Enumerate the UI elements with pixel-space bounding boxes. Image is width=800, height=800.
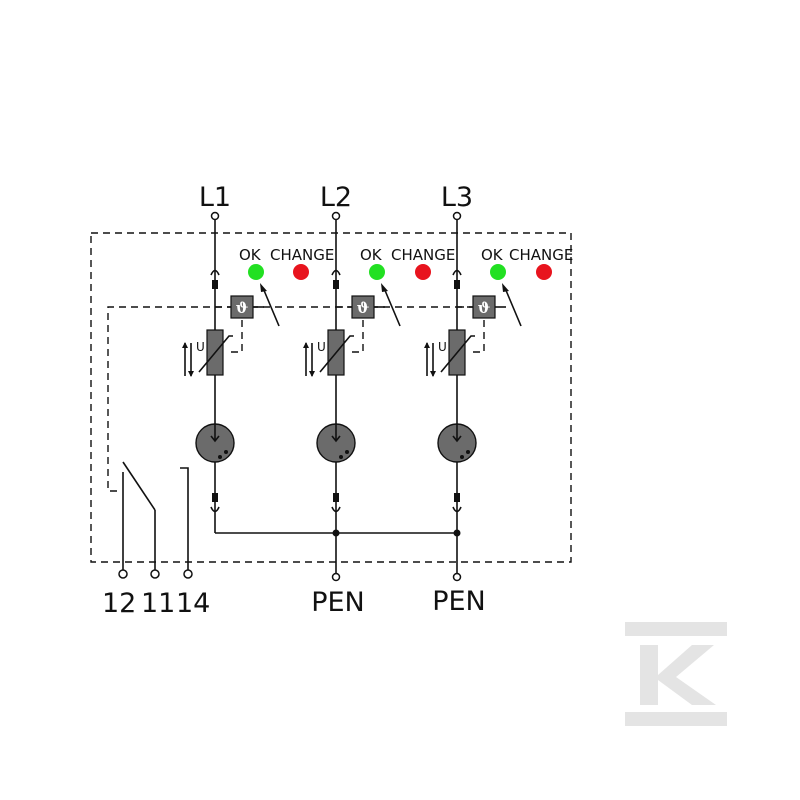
fuse-top-1 xyxy=(212,280,218,289)
output-label-pen-1: PEN xyxy=(311,587,365,618)
contact-label-14: 14 xyxy=(176,588,210,619)
terminal-12-node xyxy=(118,569,128,579)
contact-label-12: 12 xyxy=(102,588,136,619)
change-label-1: CHANGE xyxy=(270,246,334,264)
fuse-top-2 xyxy=(333,280,339,289)
output-label-pen-2: PEN xyxy=(432,586,486,617)
ok-led-2 xyxy=(369,264,385,280)
remote-contact xyxy=(118,461,193,579)
varistor-monitor-link-3 xyxy=(471,320,485,353)
change-label-2: CHANGE xyxy=(391,246,455,264)
terminal-label-l3: L3 xyxy=(441,182,473,213)
terminal-l1-node xyxy=(210,211,220,221)
fuse-bottom-3 xyxy=(454,493,460,502)
varistor-direction-3 xyxy=(426,343,434,376)
fuse-bottom-1 xyxy=(212,493,218,502)
ok-label-3: OK xyxy=(481,246,504,264)
terminal-l3-node xyxy=(452,211,462,221)
varistor-direction-1 xyxy=(184,343,192,376)
ok-led-1 xyxy=(248,264,264,280)
terminal-14-node xyxy=(183,569,193,579)
varistor-symbol-2: U xyxy=(317,340,326,354)
thermal-arrow-2 xyxy=(383,287,401,327)
k-logo-icon xyxy=(625,622,727,726)
thermal-arrow-3 xyxy=(504,287,522,327)
terminal-pen-1-node xyxy=(331,572,341,582)
change-led-2 xyxy=(415,264,431,280)
terminal-label-l2: L2 xyxy=(320,182,352,213)
change-led-1 xyxy=(293,264,309,280)
terminal-l2-node xyxy=(331,211,341,221)
varistor-symbol-1: U xyxy=(196,340,205,354)
varistor-symbol-3: U xyxy=(438,340,447,354)
ok-label-1: OK xyxy=(239,246,262,264)
terminal-label-l1: L1 xyxy=(199,182,231,213)
housing-outline xyxy=(90,232,572,563)
terminal-11-node xyxy=(150,569,160,579)
phase-2-circuit: ϑ U xyxy=(303,211,401,582)
change-led-3 xyxy=(536,264,552,280)
fuse-bottom-2 xyxy=(333,493,339,502)
thermal-arrow-1 xyxy=(262,287,280,327)
thermal-symbol-1: ϑ xyxy=(236,299,249,317)
phase-3-circuit: ϑ U xyxy=(424,211,522,582)
contact-blade xyxy=(122,461,156,511)
varistor-monitor-link-1 xyxy=(229,320,243,353)
phase-1-circuit: ϑ U xyxy=(182,211,280,533)
fuse-top-3 xyxy=(454,280,460,289)
varistor-monitor-link-2 xyxy=(350,320,364,353)
varistor-direction-2 xyxy=(305,343,313,376)
monitoring-loop xyxy=(107,306,486,492)
change-label-3: CHANGE xyxy=(509,246,573,264)
ok-label-2: OK xyxy=(360,246,383,264)
thermal-symbol-2: ϑ xyxy=(357,299,370,317)
contact-label-11: 11 xyxy=(141,588,175,619)
terminal-pen-2-node xyxy=(452,572,462,582)
ok-led-3 xyxy=(490,264,506,280)
thermal-symbol-3: ϑ xyxy=(478,299,491,317)
